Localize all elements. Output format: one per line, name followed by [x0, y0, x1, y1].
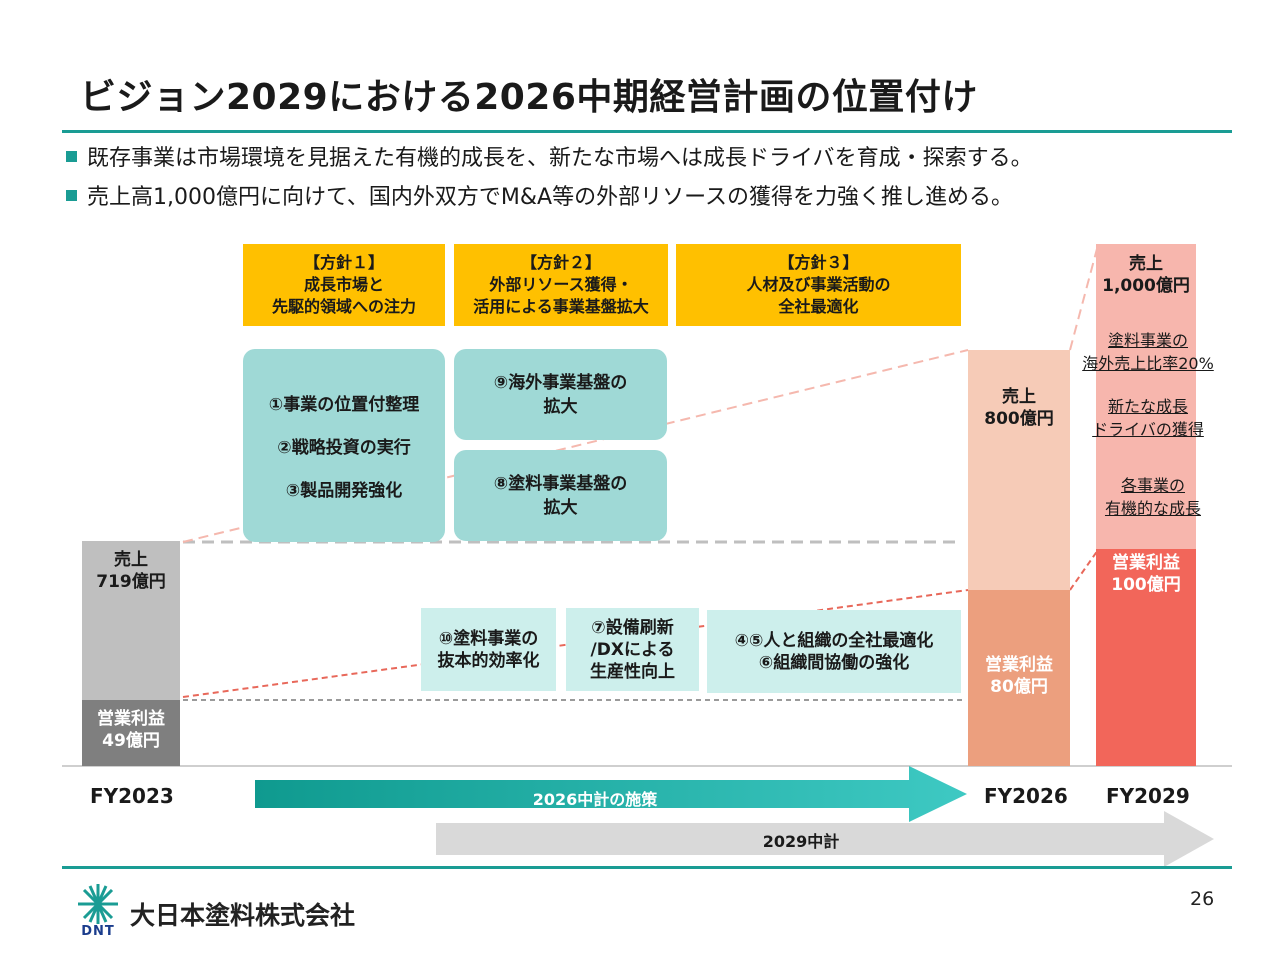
driver-line: ドライバの獲得	[1092, 420, 1204, 439]
bar-fy2026-profit: 営業利益 80億円	[968, 590, 1070, 766]
policy-line: 全社最適化	[778, 297, 859, 316]
policy-line: 【方針２】	[520, 253, 601, 272]
measure-item: 抜本的効率化	[437, 650, 540, 671]
measure-item: ⑧塗料事業基盤の	[493, 473, 628, 494]
fy-label-2026: FY2026	[984, 784, 1068, 808]
driver-line: 海外売上比率20%	[1082, 354, 1214, 373]
measure-item: ⑩塗料事業の	[438, 628, 539, 649]
bar-fy2029-sales: 売上 1,000億円	[1096, 244, 1196, 549]
measure-item: /DXによる	[590, 639, 675, 660]
driver-line: 各事業の	[1120, 476, 1185, 495]
policy-line: 外部リソース獲得・	[489, 275, 633, 294]
measure-item: ③製品開発強化	[285, 481, 403, 501]
fy-label-2023: FY2023	[90, 784, 174, 808]
bar-value: 719億円	[96, 572, 166, 592]
bar-label: 売上	[114, 550, 148, 570]
measure-box-paint: ⑧塗料事業基盤の 拡大	[454, 450, 667, 541]
policy-3: 【方針３】 人材及び事業活動の 全社最適化	[676, 244, 961, 326]
midterm-arrow-icon	[255, 766, 967, 822]
bullet-text: 既存事業は市場環境を見据えた有機的成長を、新たな市場へは成長ドライバを育成・探索…	[87, 146, 1033, 171]
policy-2: 【方針２】 外部リソース獲得・ 活用による事業基盤拡大	[454, 244, 668, 326]
bar-value: 1,000億円	[1102, 276, 1190, 296]
bar-value: 49億円	[102, 731, 160, 751]
vision-arrow-label: 2029中計	[762, 832, 840, 851]
vision-arrow-icon	[436, 811, 1214, 867]
bullet-square-icon	[66, 150, 77, 162]
fy-label-2029: FY2029	[1106, 784, 1190, 808]
driver-overseas: 塗料事業の 海外売上比率20%	[1070, 329, 1226, 375]
policy-line: 人材及び事業活動の	[746, 275, 891, 294]
policy-line: 先駆的領域への注力	[271, 297, 416, 316]
bullet-text: 売上高1,000億円に向けて、国内外双方でM&A等の外部リソースの獲得を力強く推…	[87, 185, 1013, 210]
bar-fy2023-profit: 営業利益 49億円	[82, 700, 180, 766]
measure-item: 拡大	[543, 396, 578, 417]
policy-1: 【方針１】 成長市場と 先駆的領域への注力	[243, 244, 445, 326]
measure-item: 拡大	[543, 497, 578, 518]
measure-item: ⑦設備刷新	[591, 617, 674, 638]
driver-line: 塗料事業の	[1107, 331, 1188, 350]
title-rule	[62, 130, 1232, 133]
bar-label: 営業利益	[1112, 553, 1180, 573]
measure-item: ⑥組織間協働の強化	[758, 652, 910, 673]
dnt-logo-icon	[78, 884, 118, 924]
policy-line: 【方針３】	[778, 253, 859, 272]
measure-item: ①事業の位置付整理	[268, 395, 420, 415]
bar-label: 売上	[1002, 387, 1036, 407]
measure-box-overseas: ⑨海外事業基盤の 拡大	[454, 349, 667, 440]
bullet-2: 売上高1,000億円に向けて、国内外双方でM&A等の外部リソースの獲得を力強く推…	[66, 179, 1013, 211]
measure-item: ④⑤人と組織の全社最適化	[734, 630, 934, 651]
company-name: 大日本塗料株式会社	[130, 901, 356, 930]
page-number: 26	[1190, 888, 1215, 910]
bar-value: 100億円	[1111, 575, 1181, 595]
policy-line: 成長市場と	[303, 275, 384, 294]
driver-line: 新たな成長	[1107, 397, 1188, 416]
driver-line: 有機的な成長	[1104, 499, 1201, 518]
bar-fy2026-sales: 売上 800億円	[968, 350, 1070, 590]
measure-box-strategy: ①事業の位置付整理 ②戦略投資の実行 ③製品開発強化	[243, 349, 445, 542]
bar-value: 80億円	[990, 677, 1048, 697]
policy-line: 【方針１】	[303, 253, 384, 272]
bullet-square-icon	[66, 189, 77, 201]
driver-organic: 各事業の 有機的な成長	[1075, 474, 1231, 520]
bullet-1: 既存事業は市場環境を見据えた有機的成長を、新たな市場へは成長ドライバを育成・探索…	[66, 140, 1033, 172]
bar-fy2029-profit: 営業利益 100億円	[1096, 549, 1196, 766]
footer-rule	[62, 866, 1232, 869]
bar-label: 営業利益	[97, 709, 165, 729]
measure-item: ⑨海外事業基盤の	[493, 372, 628, 393]
measure-item: 生産性向上	[590, 661, 675, 682]
bar-value: 800億円	[984, 409, 1054, 429]
measure-box-organization: ④⑤人と組織の全社最適化 ⑥組織間協働の強化	[707, 610, 961, 693]
policy-line: 活用による事業基盤拡大	[473, 297, 649, 316]
measure-item: ②戦略投資の実行	[277, 438, 411, 458]
driver-new-growth: 新たな成長 ドライバの獲得	[1070, 395, 1226, 441]
dnt-logo-text: DNT	[81, 924, 115, 939]
bar-fy2023-sales: 売上 719億円	[82, 541, 180, 700]
measure-box-efficiency: ⑩塗料事業の 抜本的効率化	[421, 608, 556, 691]
bar-label: 売上	[1129, 254, 1163, 274]
page-title: ビジョン2029における2026中期経営計画の位置付け	[80, 77, 978, 118]
midterm-arrow-label: 2026中計の施策	[532, 790, 658, 809]
measure-box-dx: ⑦設備刷新 /DXによる 生産性向上	[566, 608, 699, 691]
bar-label: 営業利益	[985, 655, 1053, 675]
